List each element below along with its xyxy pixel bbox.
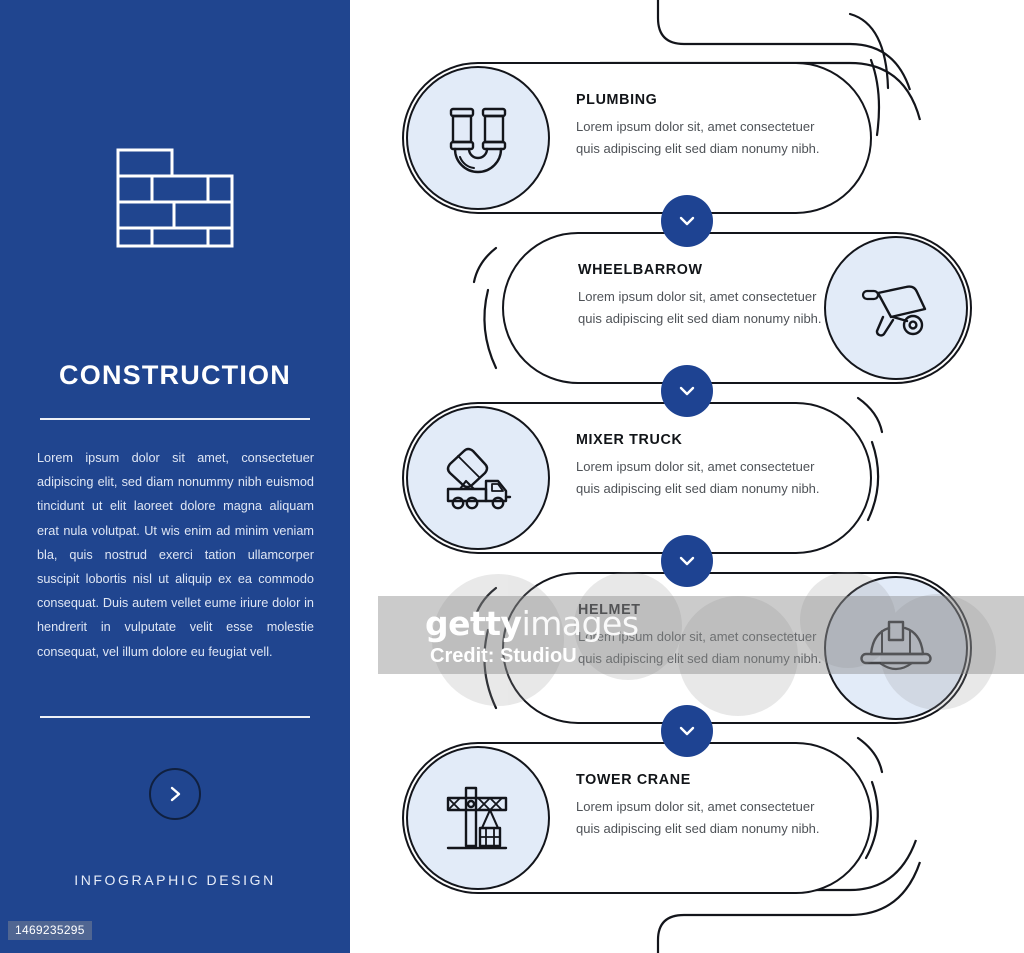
chevron-right-icon [170,786,181,802]
divider-bottom [40,716,310,718]
wheelbarrow-icon [824,236,968,380]
card-body: Lorem ipsum dolor sit, amet consectetuer… [578,289,822,326]
chevron-down-icon [679,726,695,736]
chevron-down-icon [679,216,695,226]
plumbing-pipe-icon [406,66,550,210]
sidebar-body-text: Lorem ipsum dolor sit amet, consectetuer… [37,451,314,659]
step-connector-2[interactable] [661,365,713,417]
step-connector-3[interactable] [661,535,713,587]
flow-card-tower-crane[interactable]: TOWER CRANE Lorem ipsum dolor sit, amet … [402,742,872,894]
mixer-truck-icon [406,406,550,550]
card-title: WHEELBARROW [578,262,703,278]
sidebar-footer-label: INFOGRAPHIC DESIGN [74,872,276,888]
card-text-block: PLUMBING Lorem ipsum dolor sit, amet con… [576,92,826,160]
step-connector-1[interactable] [661,195,713,247]
step-connector-4[interactable] [661,705,713,757]
flow-card-plumbing[interactable]: PLUMBING Lorem ipsum dolor sit, amet con… [402,62,872,214]
next-arrow-button[interactable] [149,768,201,820]
chevron-down-icon [679,386,695,396]
card-body: Lorem ipsum dolor sit, amet consectetuer… [576,459,820,496]
card-text-block: TOWER CRANE Lorem ipsum dolor sit, amet … [576,772,826,840]
tower-crane-icon [406,746,550,890]
flow-card-mixer-truck[interactable]: MIXER TRUCK Lorem ipsum dolor sit, amet … [402,402,872,554]
watermark-asset-id: 1469235295 [8,921,92,940]
card-text-block: WHEELBARROW Lorem ipsum dolor sit, amet … [578,262,828,330]
card-body: Lorem ipsum dolor sit, amet consectetuer… [576,799,820,836]
card-title: MIXER TRUCK [576,432,683,448]
card-text-block: MIXER TRUCK Lorem ipsum dolor sit, amet … [576,432,826,500]
card-text-block: HELMET Lorem ipsum dolor sit, amet conse… [578,602,828,670]
card-title: TOWER CRANE [576,772,691,788]
flow-card-wheelbarrow[interactable]: WHEELBARROW Lorem ipsum dolor sit, amet … [502,232,972,384]
card-title: PLUMBING [576,92,658,108]
brick-wall-icon [0,148,350,248]
page-title: CONSTRUCTION [59,360,291,390]
flow-diagram: PLUMBING Lorem ipsum dolor sit, amet con… [350,0,1024,953]
flow-card-helmet[interactable]: HELMET Lorem ipsum dolor sit, amet conse… [502,572,972,724]
card-body: Lorem ipsum dolor sit, amet consectetuer… [578,629,822,666]
chevron-down-icon [679,556,695,566]
flow-connector-lines [472,0,922,953]
card-title: HELMET [578,602,641,618]
divider-top [40,418,310,420]
safety-helmet-icon [824,576,968,720]
card-body: Lorem ipsum dolor sit, amet consectetuer… [576,119,820,156]
sidebar-panel: CONSTRUCTION Lorem ipsum dolor sit amet,… [0,0,350,953]
